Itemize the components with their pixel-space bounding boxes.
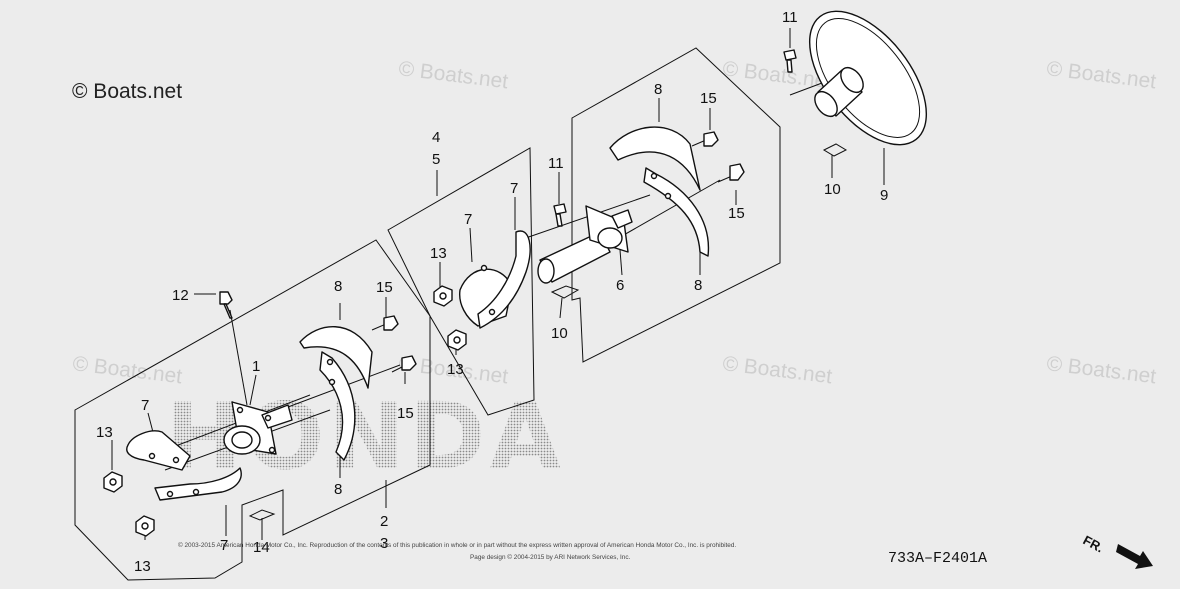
callout-7: 7 [141, 397, 149, 414]
callout-10: 10 [824, 181, 841, 198]
left-rotor-parts [103, 291, 417, 537]
part-hairpin-clip [550, 285, 580, 299]
front-label: FR. [1081, 532, 1107, 555]
callout-11: 11 [782, 9, 798, 26]
part-tine-right-upper [299, 326, 373, 389]
part-tine-left-lower [154, 467, 242, 501]
right-rotor-parts [537, 49, 848, 284]
part-bolt [691, 131, 719, 147]
callout-15: 15 [700, 90, 717, 107]
callout-12: 12 [172, 287, 189, 304]
callout-6: 6 [616, 277, 624, 294]
callout-numbers: 11 15 8 10 15 9 4 5 11 7 7 13 13 6 8 10 … [96, 9, 888, 575]
callout-8: 8 [654, 81, 662, 98]
watermark-repeat: © Boats.net [397, 57, 509, 93]
callout-10: 10 [551, 325, 568, 342]
callout-7: 7 [464, 211, 472, 228]
diagram-code: 733A–F2401A [888, 550, 987, 567]
callout-3: 3 [380, 535, 388, 552]
part-hairpin-clip [248, 509, 276, 521]
callout-14: 14 [253, 539, 270, 556]
copyright-line: Page design © 2004-2015 by ARI Network S… [470, 553, 631, 561]
callout-8: 8 [334, 481, 342, 498]
part-bolt [717, 163, 745, 183]
callout-11: 11 [548, 155, 564, 172]
part-clevis-pin [219, 291, 233, 319]
callout-13: 13 [447, 361, 464, 378]
part-hub-flange [223, 401, 293, 455]
part-tine-middle-right [477, 230, 531, 329]
watermark-main: © Boats.net [72, 80, 182, 103]
watermark-repeat: © Boats.net [1045, 352, 1157, 388]
callout-8: 8 [334, 278, 342, 295]
right-rotor-frame [571, 47, 781, 363]
middle-rotor-parts [433, 203, 580, 351]
callout-7: 7 [220, 537, 228, 554]
part-bolt [371, 315, 399, 331]
watermark-repeat: © Boats.net [1045, 57, 1157, 93]
middle-rotor-frame [387, 147, 535, 416]
callout-2: 2 [380, 513, 388, 530]
arrow-right-icon [1116, 544, 1153, 569]
callout-9: 9 [880, 187, 888, 204]
part-tine-right-lower [319, 351, 356, 461]
front-direction-indicator: FR. [1081, 532, 1153, 569]
callout-13: 13 [430, 245, 447, 262]
part-side-disc [808, 10, 928, 146]
callout-7: 7 [510, 180, 518, 197]
copyright-line: © 2003-2015 American Honda Motor Co., In… [178, 541, 736, 549]
callout-15: 15 [376, 279, 393, 296]
part-pin [783, 49, 797, 61]
left-rotor-frame [74, 239, 431, 581]
callout-4: 4 [432, 129, 440, 146]
part-pin [553, 203, 567, 215]
callout-15: 15 [397, 405, 414, 422]
part-hub-shaft [537, 205, 633, 284]
part-hairpin-clip [822, 143, 848, 157]
callout-5: 5 [432, 151, 440, 168]
callout-13: 13 [134, 558, 151, 575]
callout-8: 8 [694, 277, 702, 294]
assembly-frames [74, 47, 781, 581]
watermark-repeat: © Boats.net [721, 352, 833, 388]
callout-15: 15 [728, 205, 745, 222]
callout-13: 13 [96, 424, 113, 441]
callout-1: 1 [252, 358, 260, 375]
part-bolt [391, 355, 417, 373]
leader-lines [111, 28, 885, 540]
part-tine-far-upper [609, 126, 701, 191]
